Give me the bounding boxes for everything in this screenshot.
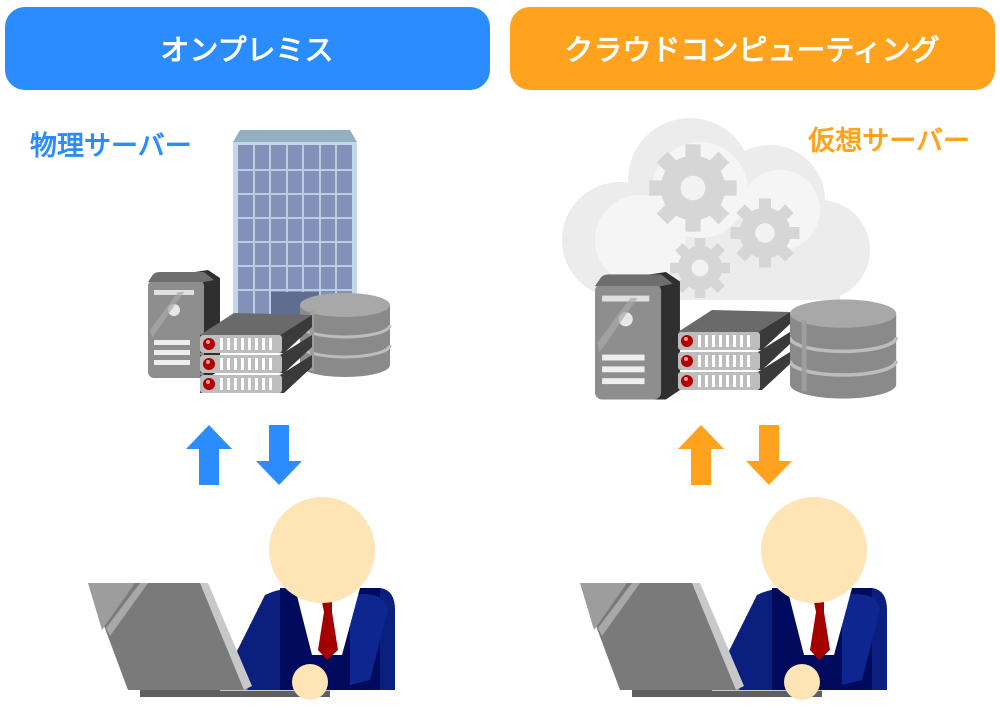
rack-server-icon (678, 310, 790, 390)
user-with-laptop-icon (580, 497, 887, 700)
database-icon (788, 297, 898, 401)
tower-server-icon (595, 272, 680, 400)
arrow-down-icon (746, 425, 792, 485)
on-premises-title: オンプレミス (160, 33, 333, 67)
database-icon (298, 291, 392, 379)
rack-server-icon (200, 313, 312, 393)
arrow-up-icon (678, 425, 724, 485)
physical-server-label: 物理サーバー (30, 131, 192, 162)
cloud-computing-panel: クラウドコンピューティング 仮想サーバー (510, 7, 995, 700)
cloud-computing-title: クラウドコンピューティング (564, 33, 939, 67)
on-premises-header (5, 7, 490, 90)
virtual-server-label: 仮想サーバー (807, 126, 970, 157)
on-premises-panel: オンプレミス 物理サーバー (5, 7, 490, 700)
gear-icon (649, 144, 737, 232)
office-building-icon (233, 130, 357, 322)
gear-icon (730, 198, 800, 268)
cloud-computing-header (510, 7, 995, 90)
arrow-up-icon (186, 425, 232, 485)
user-with-laptop-icon (88, 497, 395, 700)
arrow-down-icon (256, 425, 302, 485)
